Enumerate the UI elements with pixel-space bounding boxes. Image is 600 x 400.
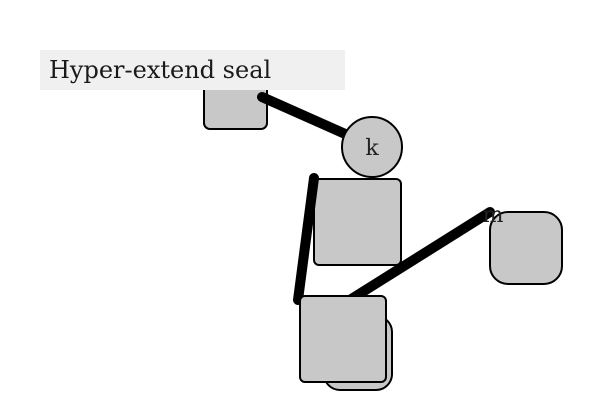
node-m-label: m: [483, 203, 504, 228]
diagram-label: Hyper-extend seal: [40, 50, 345, 90]
connector-bottom-to-m[interactable]: [340, 207, 495, 308]
connector-middle-to-bottom[interactable]: [293, 173, 319, 305]
square-right[interactable]: [489, 211, 563, 285]
connector-top-left-to-k[interactable]: [257, 92, 357, 142]
node-k-label: k: [365, 136, 379, 161]
square-bottom-front[interactable]: [299, 295, 387, 383]
node-k[interactable]: [341, 116, 403, 178]
square-middle[interactable]: [313, 178, 402, 266]
